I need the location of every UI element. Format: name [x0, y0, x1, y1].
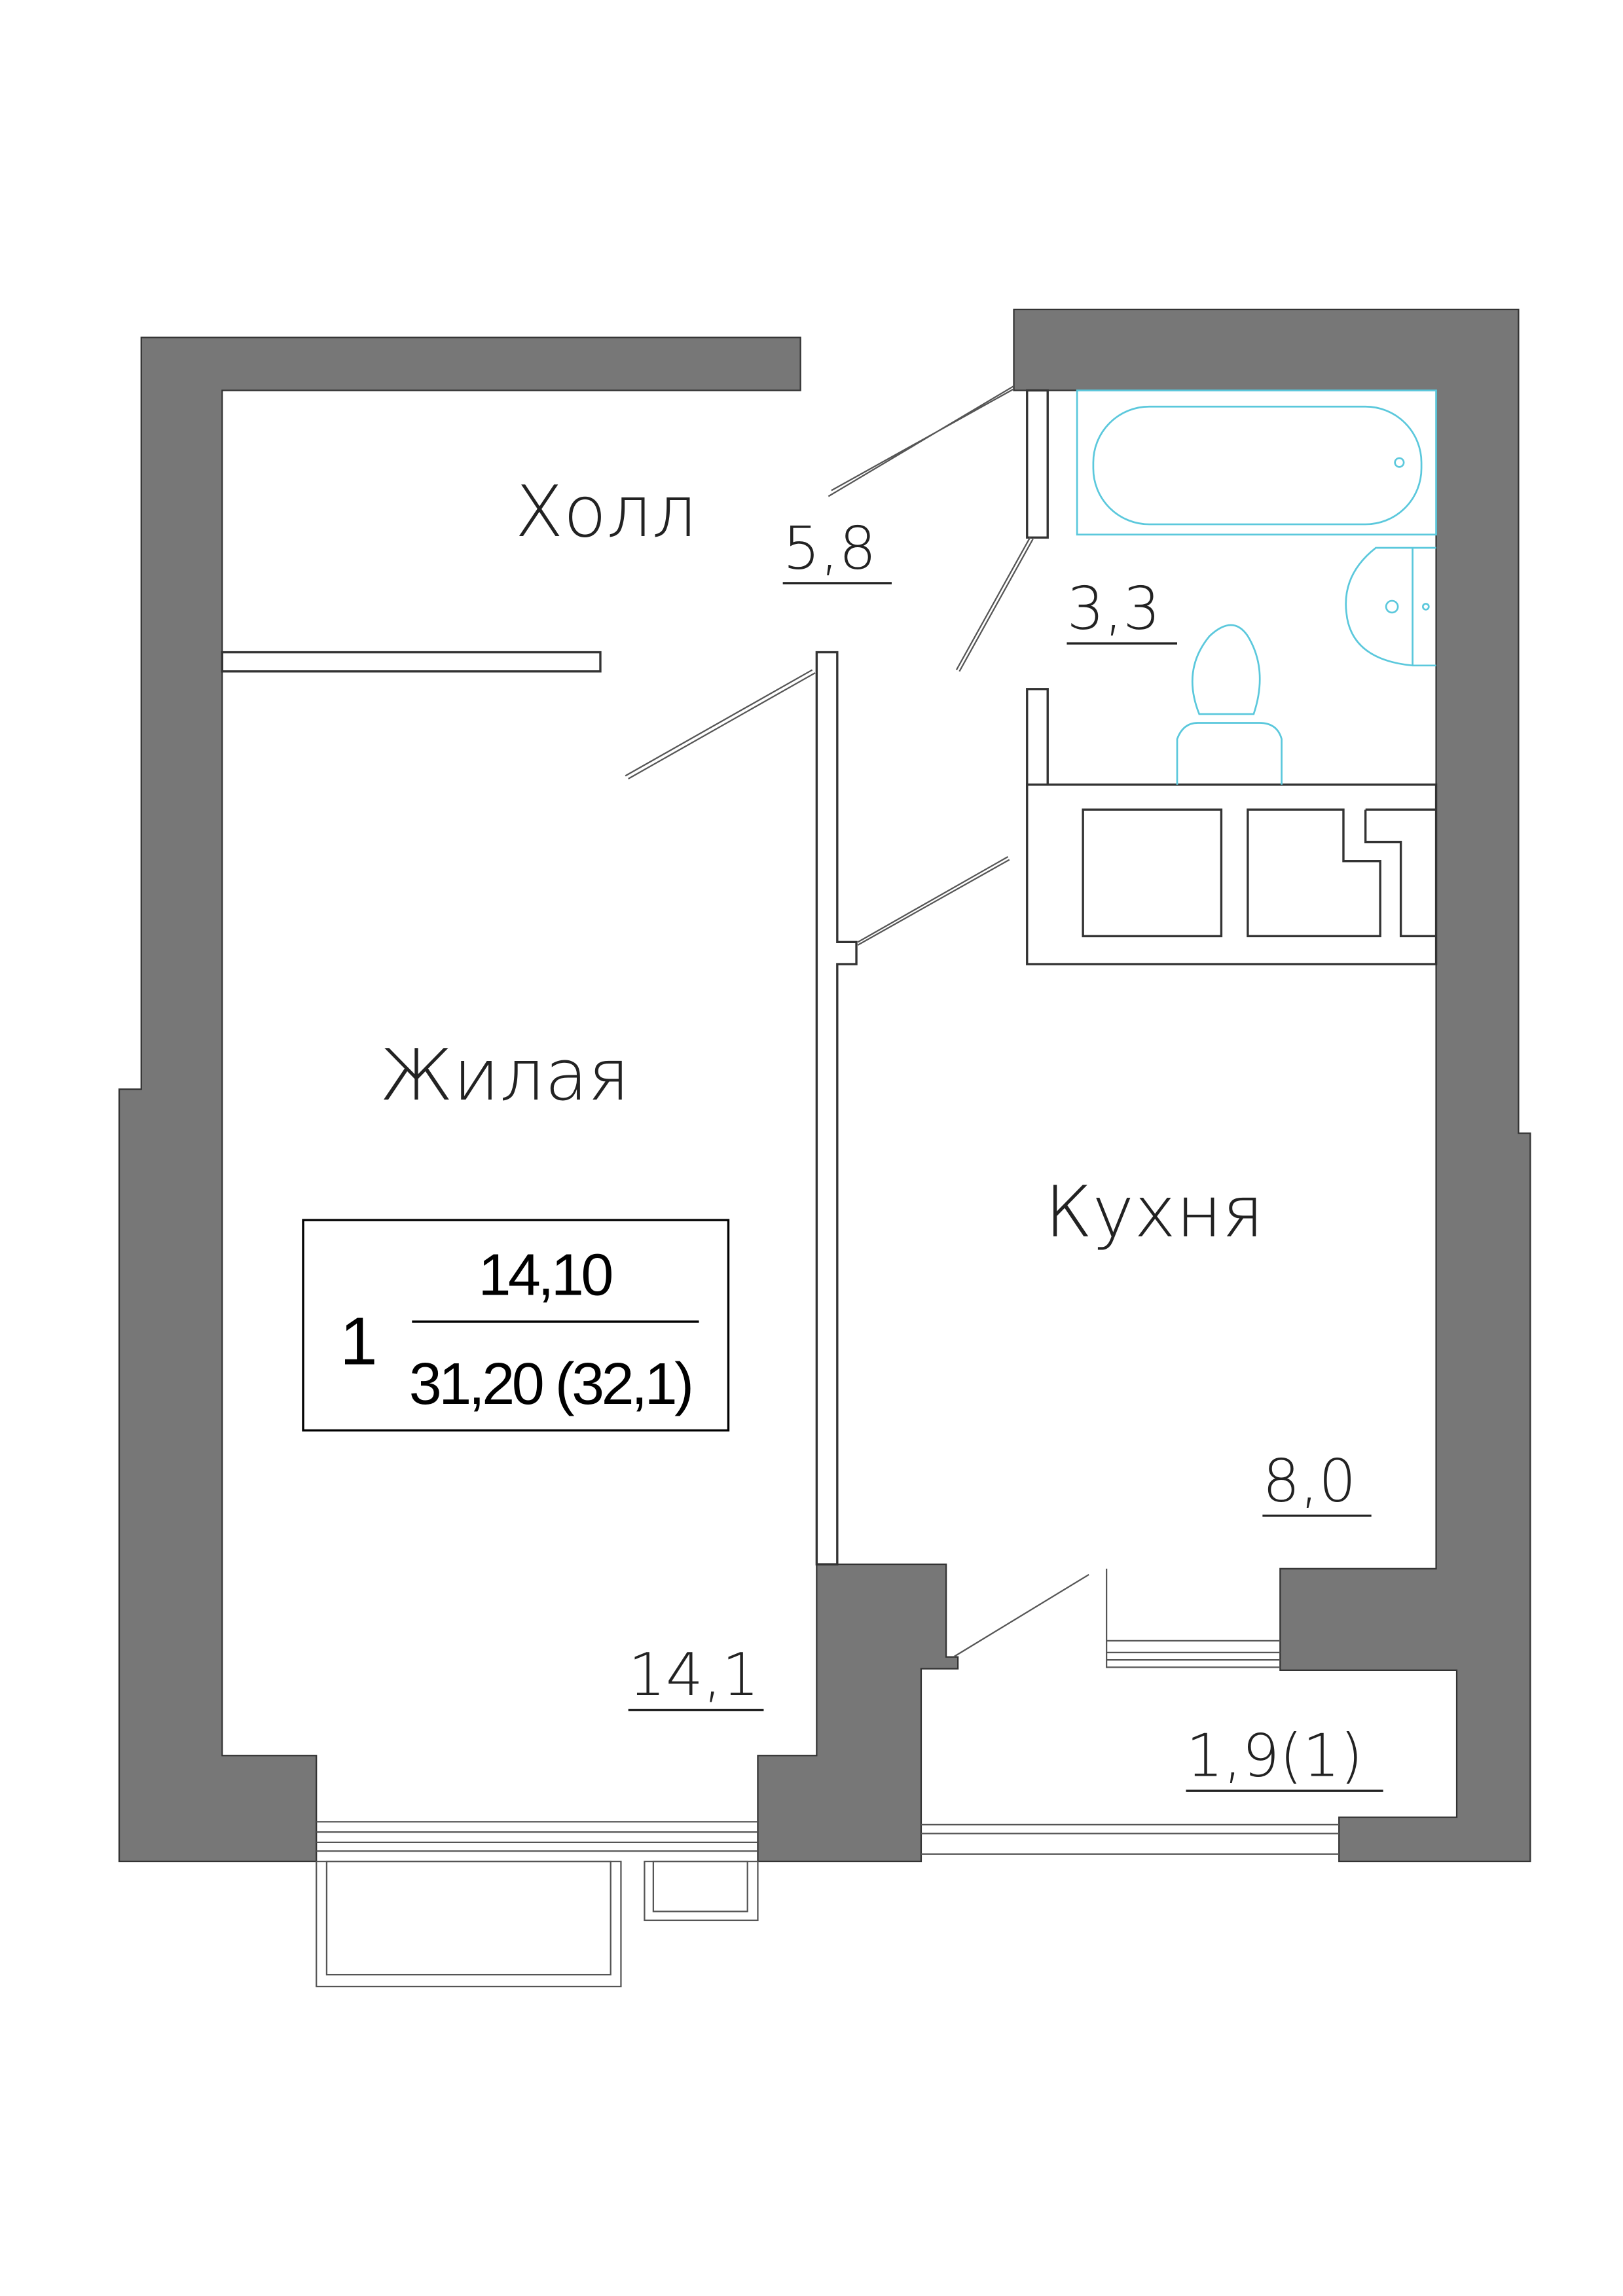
partition-bath-door-upper	[1026, 389, 1049, 539]
sink	[1345, 547, 1436, 667]
door-kitchen	[857, 856, 1010, 946]
room-name-living: Жилая	[380, 1035, 630, 1117]
wall-top-left	[118, 336, 801, 1863]
window-living	[316, 1821, 758, 1852]
kitchen-door-frame	[1106, 1568, 1281, 1668]
room-name-kitchen: Кухня	[1045, 1172, 1264, 1253]
partition-hall-living	[221, 651, 602, 673]
door-entrance	[828, 385, 1015, 497]
partition-bath-kitchen	[1026, 783, 1438, 965]
toilet-seat	[1176, 722, 1283, 785]
partitions	[221, 389, 1438, 1566]
summary-box	[302, 1219, 730, 1432]
door-living	[625, 669, 816, 780]
rooms-count: 1	[340, 1302, 378, 1378]
window-balcony	[921, 1823, 1340, 1855]
total-area: 31,20 (32,1)	[409, 1352, 691, 1417]
walls	[118, 308, 1531, 1863]
cabinet-corner	[1364, 808, 1436, 938]
bathroom-fixtures	[1076, 389, 1437, 785]
area-hall: 5,8	[783, 514, 877, 583]
cabinet-left	[1082, 808, 1223, 938]
balcony-left-inner	[325, 1860, 611, 1976]
partition-living-kitchen	[815, 651, 858, 1566]
area-kitchen: 8,0	[1262, 1447, 1356, 1515]
door-bathroom	[955, 537, 1034, 672]
sink-drain-icon	[1385, 600, 1399, 614]
summary-badge: 1 14,10 31,20 (32,1)	[302, 1219, 730, 1432]
sink-tap-icon	[1421, 603, 1430, 611]
area-bathroom: 3,3	[1067, 575, 1160, 643]
balcony-left	[316, 1860, 622, 1988]
cabinet-right	[1247, 808, 1381, 938]
partition-bath-door-lower	[1026, 688, 1049, 791]
wall-bottom-middle	[757, 1563, 959, 1863]
door-swings	[625, 385, 1089, 1658]
area-balcony: 1,9(1)	[1186, 1723, 1362, 1791]
door-balcony	[953, 1573, 1089, 1658]
balcony-small-inner	[652, 1860, 748, 1912]
bathtub-outer	[1076, 389, 1437, 536]
kitchen-cabinets	[1082, 808, 1436, 938]
area-labels: 5,8 3,3 14,1 8,0 1,9(1)	[628, 514, 1383, 1792]
area-living: 14,1	[629, 1641, 759, 1710]
toilet-bowl	[1191, 624, 1261, 715]
bathtub-drain-icon	[1394, 457, 1405, 468]
wall-top-right	[1013, 308, 1531, 1863]
bathtub-inner	[1092, 405, 1423, 526]
living-area-total: 14,10	[478, 1243, 611, 1308]
balcony-details	[316, 1568, 1340, 1988]
room-name-hall: Холл	[515, 471, 697, 553]
